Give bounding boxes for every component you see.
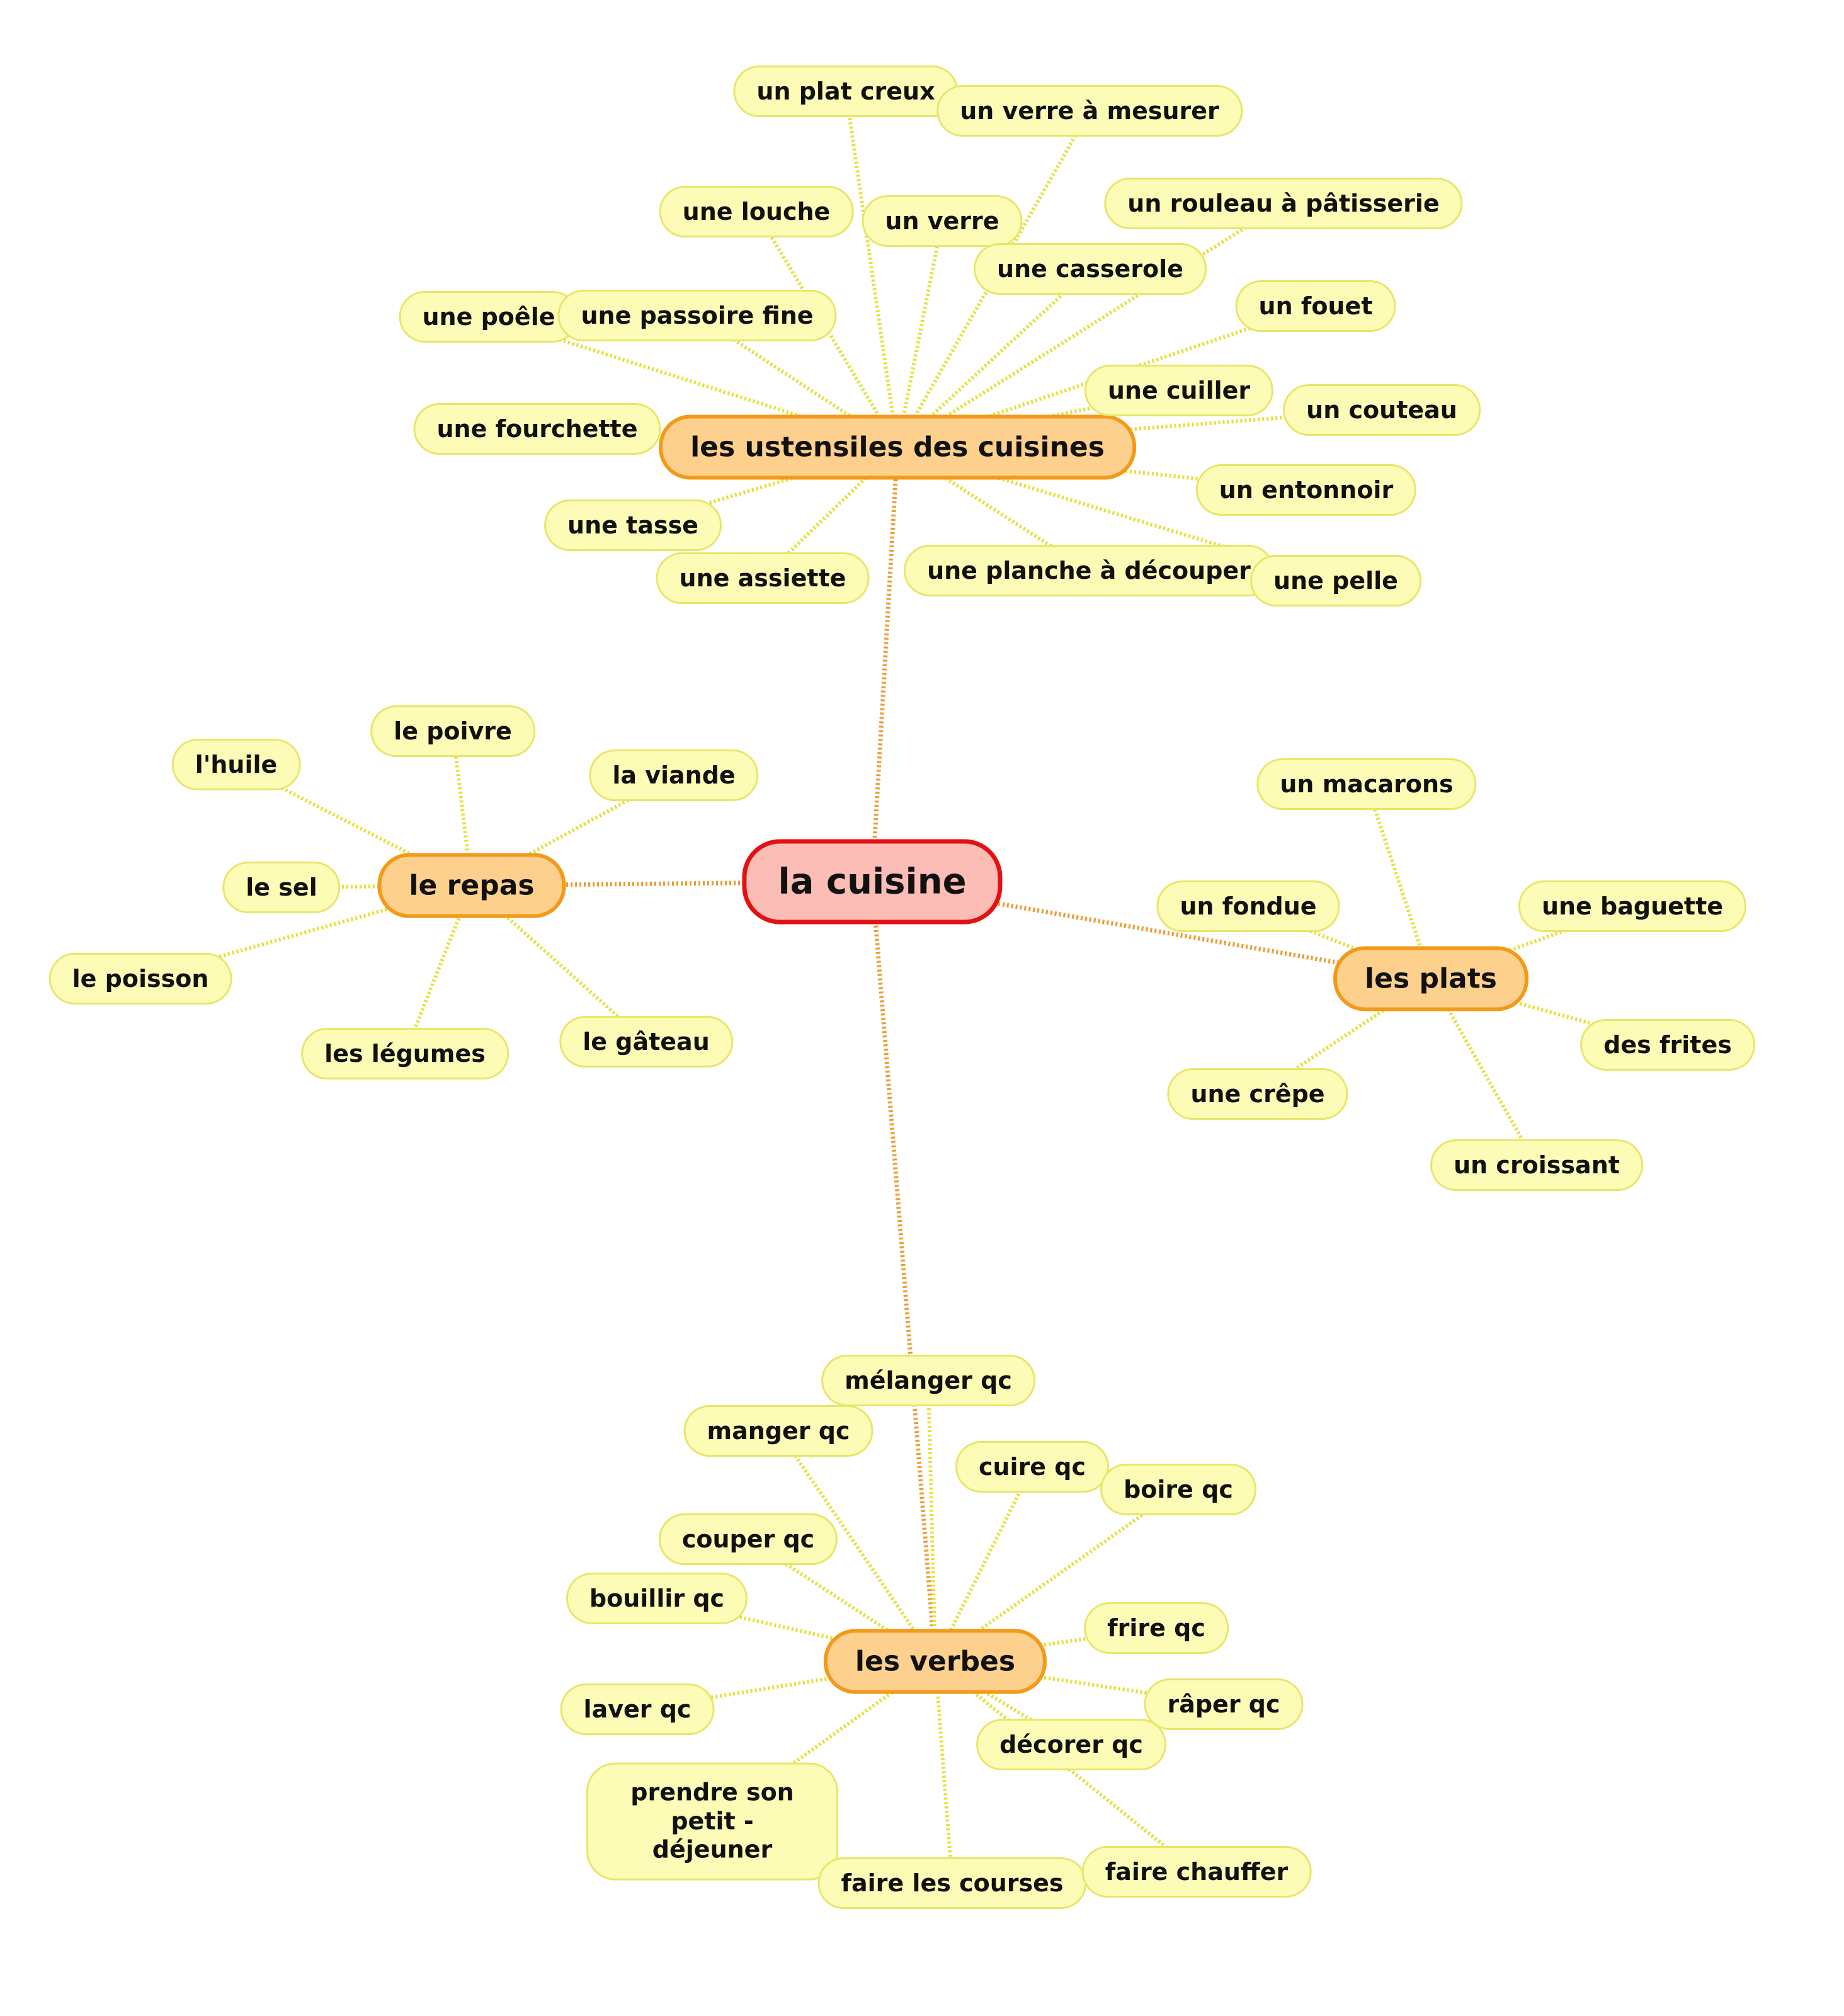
leaf-le-sel[interactable]: le sel [222,862,341,913]
leaf-une-casserole[interactable]: une casserole [974,243,1207,295]
leaf-une-pelle[interactable]: une pelle [1250,555,1421,607]
leaf-une-louche[interactable]: une louche [659,186,854,237]
branch-node-verbes[interactable]: les verbes [823,1629,1047,1694]
leaf-manger-qc[interactable]: manger qc [683,1405,874,1457]
branch-node-ustensiles[interactable]: les ustensiles des cuisines [659,414,1136,480]
leaf-un-fondue[interactable]: un fondue [1156,880,1340,932]
leaf-la-viande[interactable]: la viande [589,749,759,801]
leaf-une-cuiller[interactable]: une cuiller [1084,365,1274,416]
leaf-une-passoire-fine[interactable]: une passoire fine [557,290,837,341]
leaf-une-baguette[interactable]: une baguette [1518,880,1747,932]
connector-leaf-melanger-qc [926,1380,937,1662]
leaf-un-verre-a-mesurer[interactable]: un verre à mesurer [936,85,1243,137]
connector-root-branch-node-verbes [870,881,938,1662]
connector-leaf-un-rouleau-a-patisserie [896,202,1285,449]
leaf-une-crepe[interactable]: une crêpe [1167,1068,1348,1120]
leaf-boire-qc[interactable]: boire qc [1100,1464,1256,1515]
connector-leaf-un-plat-creux [844,91,899,448]
leaf-un-croissant[interactable]: un croissant [1430,1139,1643,1191]
leaf-faire-les-courses[interactable]: faire les courses [817,1857,1087,1909]
connector-leaf-les-legumes [403,884,474,1055]
leaf-un-entonnoir[interactable]: un entonnoir [1195,464,1417,516]
connector-leaf-le-gateau [470,884,648,1044]
connector-leaf-un-verre [896,220,944,448]
leaf-bouillir-qc[interactable]: bouillir qc [566,1573,748,1624]
leaf-un-macarons[interactable]: un macarons [1256,758,1477,810]
leaf-une-assiette[interactable]: une assiette [656,552,870,604]
leaf-une-poele[interactable]: une poêle [399,291,579,343]
leaf-couper-qc[interactable]: couper qc [658,1513,838,1565]
leaf-melanger-qc[interactable]: mélanger qc [821,1355,1035,1406]
connector-root-branch-node-ustensiles [870,447,900,882]
leaf-un-plat-creux[interactable]: un plat creux [733,65,959,117]
connector-leaf-un-verre-a-mesurer [896,110,1091,448]
leaf-prendre-son-petit-dejeuner[interactable]: prendre son petit - déjeuner [586,1762,838,1881]
connector-leaf-faire-les-courses [933,1661,954,1884]
root-node-la-cuisine[interactable]: la cuisine [742,839,1003,925]
leaf-le-poisson[interactable]: le poisson [48,953,232,1005]
leaf-une-fourchette[interactable]: une fourchette [413,403,661,455]
leaf-un-verre[interactable]: un verre [862,195,1023,247]
leaf-des-frites[interactable]: des frites [1580,1019,1755,1071]
leaf-les-legumes[interactable]: les légumes [301,1028,509,1079]
leaf-raper-qc[interactable]: râper qc [1144,1678,1304,1730]
leaf-l-huile[interactable]: l'huile [171,739,301,790]
leaf-cuire-qc[interactable]: cuire qc [955,1441,1110,1493]
connector-leaf-la-viande [470,773,675,887]
leaf-laver-qc[interactable]: laver qc [560,1683,715,1735]
leaf-frire-qc[interactable]: frire qc [1084,1602,1229,1654]
branch-node-repas[interactable]: le repas [377,853,566,918]
leaf-un-rouleau-a-patisserie[interactable]: un rouleau à pâtisserie [1104,178,1463,229]
leaf-le-poivre[interactable]: le poivre [370,705,535,757]
leaf-un-fouet[interactable]: un fouet [1235,280,1396,332]
leaf-une-planche-a-decouper[interactable]: une planche à découper [904,545,1274,596]
connector-leaf-bouillir-qc [656,1597,936,1663]
leaf-le-gateau[interactable]: le gâteau [559,1016,733,1068]
leaf-un-couteau[interactable]: un couteau [1283,384,1481,436]
leaf-une-tasse[interactable]: une tasse [544,499,722,551]
branch-node-plats[interactable]: les plats [1333,946,1528,1011]
leaf-faire-chauffer[interactable]: faire chauffer [1081,1846,1312,1898]
leaf-decorer-qc[interactable]: décorer qc [976,1719,1166,1770]
connector-leaf-un-macarons [1365,783,1433,979]
